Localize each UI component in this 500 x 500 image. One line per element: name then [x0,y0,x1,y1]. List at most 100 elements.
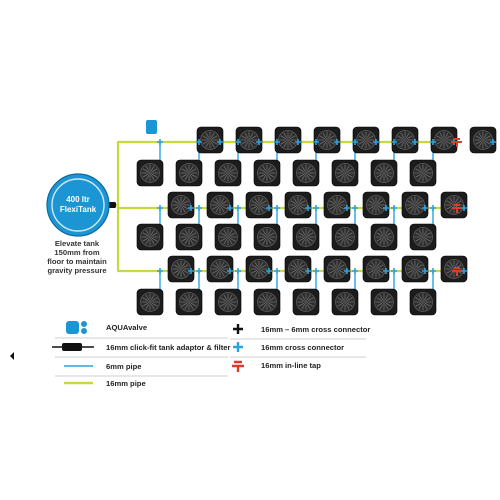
pot-lid-spoke [449,270,454,277]
pot-lid-spoke [145,229,150,236]
pot-lid-spoke [332,261,337,268]
pot-lid-spoke [444,132,449,139]
cross-connector-16mm [188,268,194,274]
legend-pipe6: 6mm pipe [64,362,141,371]
pot-lid-spoke [328,135,335,140]
pot-lid-spoke [298,197,303,204]
pot-lid-spoke [424,302,431,307]
pot-lid-spoke [345,174,350,181]
pot-lid-spoke [268,232,275,237]
pot-lid-spoke [423,294,428,301]
pot-lid-spoke [145,294,150,301]
pot-lid-spoke [410,270,415,277]
pot-lid-spoke [345,294,350,301]
pot-lid-spoke [220,302,227,307]
cross-connector-16mm [383,205,389,211]
cross-connector-16mm [295,139,301,145]
pot-lid-spoke [298,297,305,302]
pot-lid-spoke [251,269,258,274]
flexitank-circle [46,173,110,237]
pot-lid-spoke [176,197,181,204]
pot-lid-spoke [259,237,266,242]
pot-lid-spoke [418,294,423,301]
pot-lid-hub [381,234,387,240]
pot-lid-spoke [205,132,210,139]
pot-lid-spoke [307,297,314,302]
pot-lid-spoke [376,173,383,178]
pot-lid-spoke [416,264,423,269]
pot-lid-spoke [307,237,314,242]
pot-lid-spoke [346,173,353,178]
pot-lid-spoke [259,297,266,302]
pot-lid-spoke [454,197,459,204]
pot-lid-spoke [345,238,350,245]
pot-lid-spoke [379,238,384,245]
pot-lid-spoke [267,294,272,301]
pot-lid-spoke [484,135,491,140]
pot-lid-spoke [301,303,306,310]
pot-lid-spoke [184,238,189,245]
pot-lid-spoke [376,302,383,307]
pot-lid-spoke [306,165,311,172]
pot-lid-spoke [415,302,422,307]
pot-lid-spoke [254,270,259,277]
pot-lid-spoke [332,270,337,277]
legend-pipe16: 16mm pipe [64,379,146,388]
pot-lid-spoke [293,197,298,204]
pot-lid-spoke [346,168,353,173]
tank-adaptor-icon [108,202,116,208]
pot-lid-spoke [299,205,306,210]
pot-lid-spoke [397,135,404,140]
pot-lid-spoke [241,140,248,145]
pot-lid-spoke [337,206,342,213]
cross-connector-16mm [235,139,241,145]
inline-tap-icon [232,360,244,372]
pot-lid-hub [256,266,262,272]
pot-lid-spoke [454,261,459,268]
pot-lid-spoke [446,269,453,274]
cross-connector-16mm [373,139,379,145]
pot-lid-spoke [424,232,431,237]
pot-lid-spoke [307,173,314,178]
pot-lid-spoke [254,206,259,213]
pot-lid-spoke [215,270,220,277]
pot-lid-spoke [210,132,215,139]
pot [167,191,195,219]
pot-lid-spoke [190,297,197,302]
aquavalve-icon [146,120,157,134]
pot-lid-spoke [367,140,374,145]
pot-lid-spoke [290,205,297,210]
pot-lid-spoke [268,237,275,242]
pot-lid-hub [342,299,348,305]
pot [206,255,234,283]
pot [370,288,398,316]
pot-lid-spoke [228,165,233,172]
pot [292,159,320,187]
pot-lid-spoke [229,168,236,173]
pot-lid-spoke [418,303,423,310]
cross-connector-16mm [391,268,397,274]
pot-lid-spoke [220,261,225,268]
pot-lid-spoke [288,141,293,148]
pot-lid-hub [217,266,223,272]
pot-lid-spoke [220,237,227,242]
pot-lid-spoke [475,135,482,140]
inline-tap-icon [452,267,462,276]
pot-lid-spoke [338,269,345,274]
legend: AQUAvalve 16mm click-fit tank adaptor & … [52,321,370,388]
pot-lid-spoke [184,165,189,172]
cross-connector-16mm [352,205,358,211]
pot-lid-spoke [211,140,218,145]
tank-note-line-2: 150mm from [54,248,99,257]
pot-lid-spoke [415,197,420,204]
pot-lid-spoke [262,238,267,245]
pot-lid-spoke [478,141,483,148]
pot-lid-spoke [181,237,188,242]
legend-cross16-label: 16mm cross connector [261,343,344,352]
legend-aquavalve: AQUAvalve [66,321,147,334]
cross-connector-16mm [217,139,223,145]
pot-lid-spoke [322,132,327,139]
pot-lid-spoke [298,173,305,178]
pot-lid-spoke [182,269,189,274]
pot-lid-spoke [267,165,272,172]
